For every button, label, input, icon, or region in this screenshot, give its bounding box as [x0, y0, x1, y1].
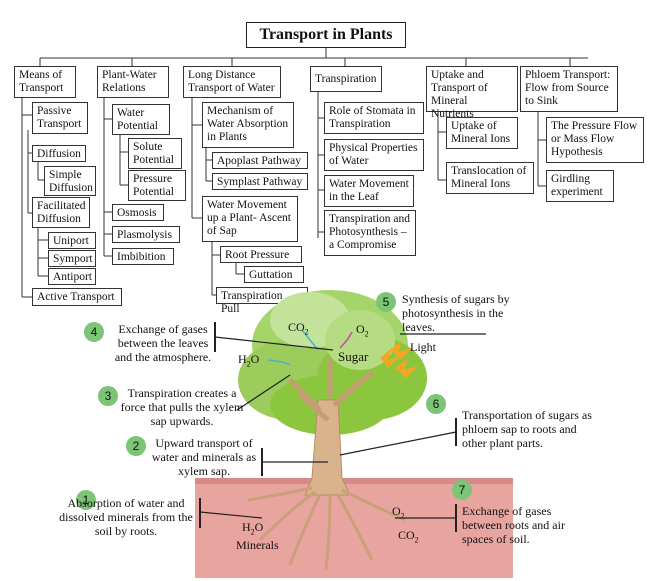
- tree-roots: [247, 486, 406, 571]
- step-badge-3: 3: [98, 386, 118, 406]
- step-text-2: Upward transport of water and minerals a…: [151, 436, 257, 478]
- node-apoplast-pathway: Apoplast Pathway: [212, 152, 308, 169]
- diagram-title: Transport in Plants: [246, 22, 406, 48]
- label-h2o-bottom: H2O: [242, 520, 264, 537]
- node-mechanism-water-absorption: Mechanism of Water Absorption in Plants: [202, 102, 294, 148]
- label-sugar: Sugar: [338, 349, 369, 364]
- node-symplast-pathway: Symplast Pathway: [212, 173, 308, 190]
- node-girdling-experiment: Girdling experiment: [546, 170, 614, 202]
- node-water-potential: Water Potential: [112, 104, 170, 135]
- step-badge-5: 5: [376, 292, 396, 312]
- col-long-distance-transport: Long Distance Transport of Water: [183, 66, 281, 98]
- node-imbibition: Imbibition: [112, 248, 174, 265]
- col-phloem-transport: Phloem Transport: Flow from Source to Si…: [520, 66, 618, 112]
- node-diffusion: Diffusion: [32, 145, 86, 162]
- sun-rays-icon: [380, 340, 418, 378]
- step-badge-1: 1: [76, 490, 96, 510]
- step-text-3: Transpiration creates a force that pulls…: [120, 386, 244, 428]
- node-uptake-mineral-ions: Uptake of Mineral Ions: [446, 117, 518, 149]
- node-root-pressure: Root Pressure: [220, 246, 302, 263]
- node-symport: Symport: [48, 250, 96, 267]
- step-badge-7: 7: [452, 480, 472, 500]
- node-guttation: Guttation: [244, 266, 304, 283]
- node-osmosis: Osmosis: [112, 204, 164, 221]
- node-role-of-stomata: Role of Stomata in Transpiration: [324, 102, 424, 134]
- node-facilitated-diffusion: Facilitated Diffusion: [32, 197, 90, 228]
- step-badge-6: 6: [426, 394, 446, 414]
- step-badge-4: 4: [84, 322, 104, 342]
- node-simple-diffusion: Simple Diffusion: [44, 166, 96, 196]
- label-o2-top: O2: [356, 322, 369, 339]
- node-pressure-potential: Pressure Potential: [128, 170, 186, 201]
- label-light: Light: [410, 340, 436, 354]
- node-antiport: Antiport: [48, 268, 96, 285]
- node-uniport: Uniport: [48, 232, 96, 249]
- node-passive-transport: Passive Transport: [32, 102, 88, 134]
- node-transpiration-photosynthesis: Transpiration and Photosynthesis – a Com…: [324, 210, 416, 256]
- node-translocation-mineral-ions: Translocation of Mineral Ions: [446, 162, 534, 194]
- label-co2-top: CO2: [288, 320, 309, 337]
- col-transpiration: Transpiration: [310, 66, 382, 92]
- node-ascent-of-sap: Water Movement up a Plant- Ascent of Sap: [202, 196, 298, 242]
- node-water-movement-leaf: Water Movement in the Leaf: [324, 175, 414, 207]
- label-o2-bottom: O2: [392, 504, 405, 521]
- node-active-transport: Active Transport: [32, 288, 122, 306]
- col-uptake-mineral-nutrients: Uptake and Transport of Mineral Nutrient…: [426, 66, 518, 120]
- label-co2-bottom: CO2: [398, 528, 419, 545]
- step-text-4: Exchange of gases between the leaves and…: [114, 322, 212, 364]
- node-physical-properties-water: Physical Properties of Water: [324, 139, 424, 171]
- step-text-7: Exchange of gases between roots and air …: [462, 504, 565, 546]
- step-text-5: Synthesis of sugars by photosynthesis in…: [402, 292, 510, 334]
- col-means-of-transport: Means of Transport: [14, 66, 76, 98]
- step-badge-2: 2: [126, 436, 146, 456]
- node-solute-potential: Solute Potential: [128, 138, 182, 169]
- label-minerals: Minerals: [236, 538, 279, 552]
- step-text-1: Absorption of water and dissolved minera…: [59, 496, 193, 538]
- label-h2o-top: H2O: [238, 352, 260, 369]
- node-mass-flow-hypothesis: The Pressure Flow or Mass Flow Hypothesi…: [546, 117, 644, 163]
- step-text-6: Transportation of sugars as phloem sap t…: [462, 408, 592, 450]
- node-plasmolysis: Plasmolysis: [112, 226, 180, 243]
- col-plant-water-relations: Plant-Water Relations: [97, 66, 169, 98]
